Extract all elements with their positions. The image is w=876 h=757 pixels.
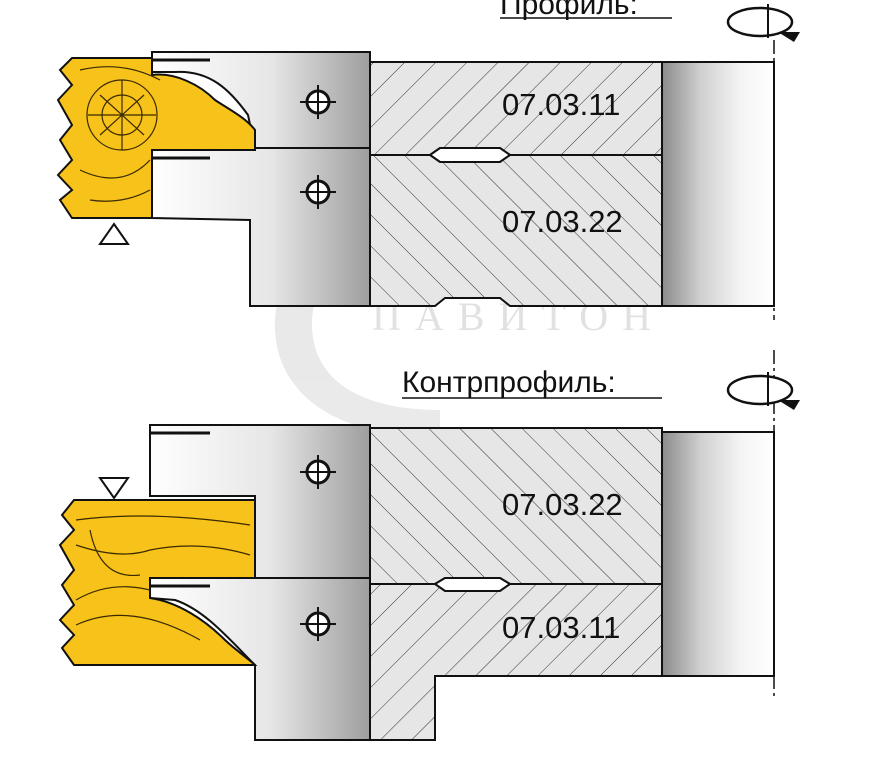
part-label-bottom: 07.03.11 <box>502 610 620 645</box>
profile-assembly: 07.03.11 07.03.22 <box>56 40 775 320</box>
keyway-slot <box>428 147 512 163</box>
hatched-body-lower <box>369 583 663 741</box>
counterprofile-title: Контрпрофиль: <box>402 366 616 399</box>
rotation-arrow-icon <box>726 372 800 410</box>
part-label-top: 07.03.22 <box>502 487 623 522</box>
counterprofile-assembly: 07.03.22 07.03.11 <box>58 350 775 741</box>
mounting-hole-icon <box>300 455 336 489</box>
reference-triangle-icon <box>98 222 130 245</box>
hatched-body-lower <box>369 154 663 307</box>
mounting-hole-icon <box>300 175 336 209</box>
wood-grain <box>79 66 161 202</box>
cutter-knife-bottom <box>151 147 371 307</box>
rotation-arrow-icon <box>726 4 800 42</box>
workpiece-counterprofile <box>58 499 258 666</box>
spindle-hub <box>661 61 775 307</box>
spindle-hub <box>661 431 775 677</box>
mounting-hole-icon <box>300 607 336 641</box>
reference-triangle-icon <box>98 477 130 500</box>
part-label-top: 07.03.11 <box>502 87 620 122</box>
profile-title: Профиль: <box>500 0 638 21</box>
part-label-bottom: 07.03.22 <box>502 204 623 239</box>
mounting-hole-icon <box>300 85 336 119</box>
keyway-slot <box>433 577 512 592</box>
wood-grain <box>75 515 251 641</box>
